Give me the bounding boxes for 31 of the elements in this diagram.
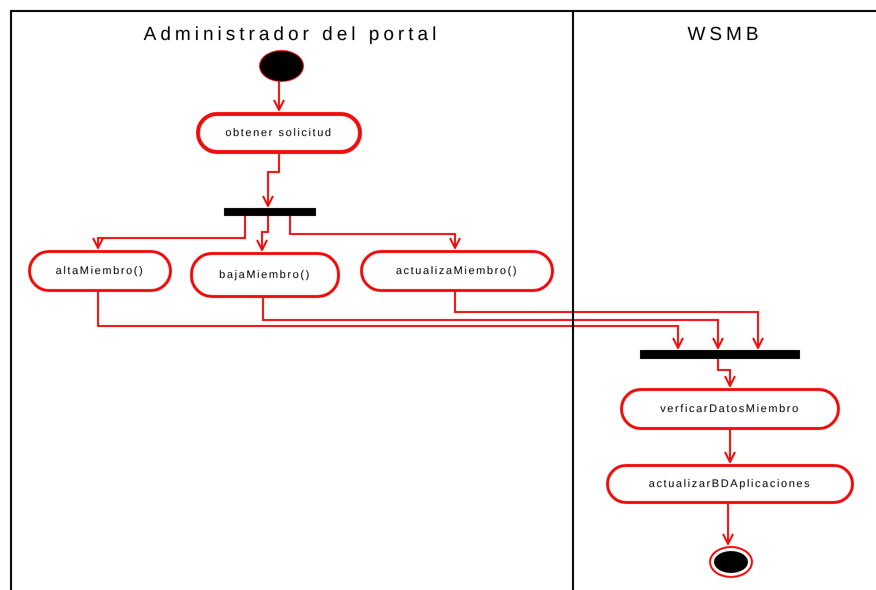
activity-label: altaMiembro() (56, 265, 144, 277)
activity-box (620, 388, 840, 430)
activity-label: bajaMiembro() (219, 269, 311, 281)
initial-node (259, 50, 304, 82)
lane-title: Administrador del portal (142, 24, 442, 46)
activity-box (606, 464, 854, 504)
activity-label: verficarDatosMiembro (660, 403, 800, 415)
arrow (262, 152, 280, 207)
activity-label: actualizarBDAplicaciones (648, 478, 812, 490)
activity-box (196, 112, 362, 154)
arrow (717, 357, 736, 387)
sync-bar (640, 350, 800, 359)
arrow (454, 290, 764, 349)
activity-box (190, 252, 340, 298)
arrow (724, 428, 736, 463)
arrow (289, 214, 461, 249)
arrow (256, 214, 269, 251)
arrow (722, 502, 734, 545)
arrow (273, 80, 285, 111)
lane-title: WSMB (686, 24, 764, 46)
activity-box (360, 250, 554, 292)
arrow (262, 296, 724, 349)
swimlane (10, 10, 572, 590)
activity-label: actualizaMiembro() (396, 265, 518, 277)
activity-label: obtener solicitud (225, 127, 333, 139)
sync-bar (224, 208, 316, 216)
swimlane (572, 10, 876, 590)
activity-box (28, 250, 172, 292)
final-node (709, 546, 753, 578)
arrow (97, 290, 684, 349)
arrow (92, 214, 246, 249)
